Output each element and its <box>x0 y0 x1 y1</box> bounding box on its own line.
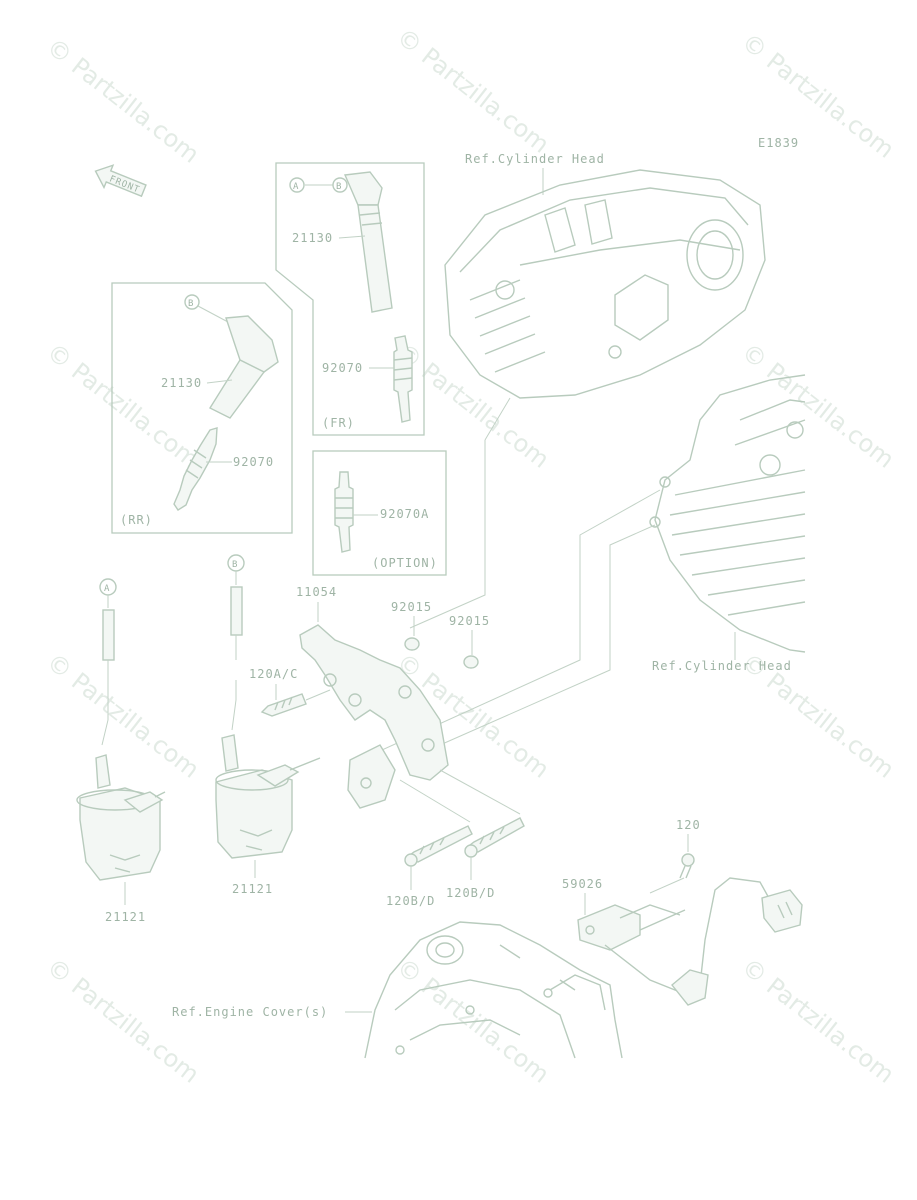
watermark: © Partzilla.com <box>736 953 899 1089</box>
engine-cover: Ref.Engine Cover(s) <box>172 921 623 1059</box>
rr-callout-b: B <box>188 299 194 309</box>
watermark: © Partzilla.com <box>391 953 554 1089</box>
washer-2-label: 92015 <box>449 614 490 628</box>
box-option: 92070A (OPTION) <box>312 450 447 576</box>
ignition-coil-left: 21121 <box>76 754 166 924</box>
cylinder-head-right: Ref.Cylinder Head <box>649 374 806 673</box>
callout-a: A <box>104 584 110 594</box>
watermark: © Partzilla.com <box>736 338 899 474</box>
box-fr: A B 21130 92070 (FR) <box>275 162 425 436</box>
rr-box-label: (RR) <box>120 513 153 527</box>
rr-coil-cap-label: 21130 <box>161 376 202 390</box>
coil-bracket: 11054 <box>296 585 449 809</box>
sensor-59026: 59026 <box>562 877 803 1006</box>
option-plug-label: 92070A <box>380 507 429 521</box>
fr-coil-cap-label: 21130 <box>292 231 333 245</box>
watermark: © Partzilla.com <box>41 33 204 169</box>
washer-2: 92015 <box>449 614 490 669</box>
watermark: © Partzilla.com <box>41 338 204 474</box>
bolt-120ac: 120A/C <box>249 667 331 717</box>
washer-1-label: 92015 <box>391 600 432 614</box>
bolt-120bd-2: 120B/D <box>439 769 525 900</box>
coil-right-label: 21121 <box>232 882 273 896</box>
rr-plug-label: 92070 <box>233 455 274 469</box>
fr-callout-a: A <box>293 182 299 192</box>
watermark: © Partzilla.com <box>41 648 204 784</box>
watermark-layer: © Partzilla.com © Partzilla.com © Partzi… <box>41 23 899 1089</box>
fr-callout-b: B <box>336 182 342 192</box>
lead-wire-b: B <box>227 554 245 731</box>
ref-engine-cover: Ref.Engine Cover(s) <box>172 1005 328 1019</box>
lead-wire-a: A <box>99 578 117 746</box>
washer-1: 92015 <box>391 600 432 651</box>
diagram-code: E1839 <box>758 136 799 150</box>
fr-box-label: (FR) <box>322 416 355 430</box>
cylinder-head-top: Ref.Cylinder Head <box>444 152 766 441</box>
callout-b: B <box>232 560 238 570</box>
bolt-120-label: 120 <box>676 818 701 832</box>
bolt-120ac-label: 120A/C <box>249 667 298 681</box>
bolt-120: 120 <box>649 818 701 894</box>
bracket-label: 11054 <box>296 585 337 599</box>
bolt-120bd-1: 120B/D <box>386 779 473 908</box>
watermark: © Partzilla.com <box>391 23 554 159</box>
bolt-120bd-2-label: 120B/D <box>446 886 495 900</box>
bolt-120bd-1-label: 120B/D <box>386 894 435 908</box>
front-arrow-icon: FRONT <box>94 164 147 198</box>
box-rr: B 21130 92070 (RR) <box>111 282 293 534</box>
ref-cylinder-head-right: Ref.Cylinder Head <box>652 659 792 673</box>
ref-cylinder-head-top: Ref.Cylinder Head <box>465 152 605 166</box>
ignition-coil-right: 21121 <box>215 734 321 896</box>
option-box-label: (OPTION) <box>372 556 438 570</box>
sensor-label: 59026 <box>562 877 603 891</box>
fr-plug-label: 92070 <box>322 361 363 375</box>
watermark: © Partzilla.com <box>41 953 204 1089</box>
coil-left-label: 21121 <box>105 910 146 924</box>
